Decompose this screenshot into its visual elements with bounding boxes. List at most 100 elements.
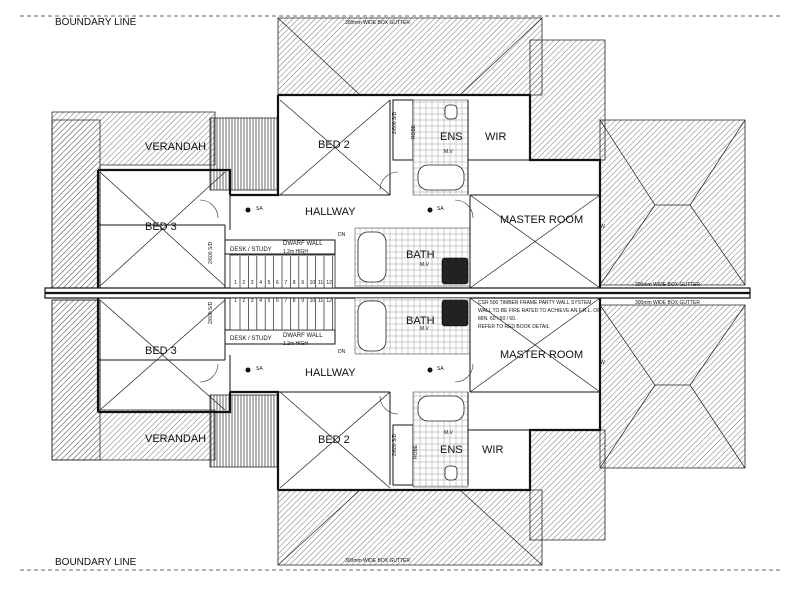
wir-label-upper: WIR — [485, 131, 506, 143]
party-wall-note-line-1: CSR 500 TIMBER FRAME PARTY WALL SYSTEM — [478, 300, 591, 306]
mech-vent-2-lower: M.V — [420, 326, 430, 332]
mech-vent-1-upper: M.V — [444, 149, 454, 155]
stair-number: 5 — [268, 298, 271, 304]
gutter-label-mid-lower: 300mm WIDE BOX GUTTER — [635, 300, 700, 306]
stair-number: 9 — [301, 280, 304, 286]
ensuite-label-upper: ENS — [440, 131, 463, 143]
stair-number: 4 — [259, 298, 262, 304]
verandah-label-lower: VERANDAH — [145, 433, 206, 445]
party-wall-note: CSR 500 TIMBER FRAME PARTY WALL SYSTEM W… — [478, 300, 600, 330]
smoke-alarm-2-lower: SA — [437, 366, 444, 372]
party-wall-gutter — [44, 287, 751, 299]
stair-number: 10 — [310, 280, 316, 286]
bath-label-upper: BATH — [406, 249, 435, 261]
mech-vent-1-lower: M.V — [444, 430, 454, 436]
desk-study-label-lower: DESK / STUDY — [230, 336, 272, 342]
upper-unit: VERANDAH BED 2 ROBE ENS WIR BED 3 HALLWA… — [96, 93, 605, 289]
toilet-lower — [444, 465, 458, 481]
stair-number: 2 — [242, 298, 245, 304]
verandah-deck-upper — [209, 117, 279, 191]
bed2-label-upper: BED 2 — [318, 139, 350, 151]
bathtub-upper — [357, 231, 387, 283]
roof-top-right — [529, 39, 606, 161]
stair-number: 7 — [284, 298, 287, 304]
gutter-label-top: 300mm WIDE BOX GUTTER — [345, 20, 410, 26]
roof-bottom-right — [529, 429, 606, 541]
verandah-label-upper: VERANDAH — [145, 141, 206, 153]
dwarf-wall-height-lower: 1.2m HIGH — [283, 341, 308, 347]
stair-number: 8 — [293, 298, 296, 304]
bed3-dim-lower: 2/600 S/D — [208, 301, 214, 324]
master-room-label-upper: MASTER ROOM — [500, 214, 583, 226]
boundary-line-bottom-label: BOUNDARY LINE — [55, 557, 137, 568]
party-wall-note-line-2: WALL TO BE FIRE RATED TO ACHIEVE AN F.R.… — [478, 308, 600, 314]
hallway-label-upper: HALLWAY — [305, 206, 356, 218]
stair-number: 11 — [318, 298, 323, 304]
mech-vent-2-upper: M.V — [420, 262, 430, 268]
stair-number: 6 — [276, 298, 279, 304]
stair-number: 12 — [326, 280, 332, 286]
stair-number: 1 — [234, 280, 237, 286]
stair-number: 3 — [251, 298, 254, 304]
party-wall-note-line-3: MIN. 60 / 60 / 60. — [478, 316, 516, 322]
boundary-line-top-label: BOUNDARY LINE — [55, 17, 137, 28]
bed2-label-lower: BED 2 — [318, 434, 350, 446]
verandah-decks — [209, 117, 279, 468]
shower-base-upper — [441, 257, 469, 285]
stair-number: 1 — [234, 298, 237, 304]
stairs-lower — [229, 297, 336, 331]
robe-dim-lower: 2/600 S/D — [392, 433, 398, 456]
stair-number: 2 — [242, 280, 245, 286]
gutter-label-mid-upper: 300mm WIDE BOX GUTTER — [635, 282, 700, 288]
stairs-upper — [229, 254, 336, 289]
shower-base-lower — [441, 299, 469, 327]
robe-label-lower: ROBE — [413, 444, 419, 459]
boundary-lines: BOUNDARY LINE BOUNDARY LINE — [20, 15, 780, 571]
stair-down-upper: DN — [338, 232, 346, 238]
smoke-alarm-2-upper: SA — [437, 206, 444, 212]
roof-top — [277, 17, 543, 96]
ensuite-label-lower: ENS — [440, 444, 463, 456]
roof-bottom — [277, 489, 543, 566]
smoke-alarm-1-lower: SA — [256, 366, 263, 372]
window-label-upper: W — [600, 224, 605, 230]
party-wall-note-line-4: REFER TO RED BOOK DETAIL — [478, 324, 550, 330]
stair-number: 6 — [276, 280, 279, 286]
dwarf-wall-height-upper: 1.2m HIGH — [283, 249, 308, 255]
toilet-upper — [444, 104, 458, 120]
roof-right-upper — [599, 119, 746, 286]
stair-down-lower: DN — [338, 349, 346, 355]
wir-label-lower: WIR — [482, 444, 503, 456]
robe-dim-upper: 2/600 S/D — [392, 111, 398, 134]
stair-number: 5 — [268, 280, 271, 286]
roof-areas — [51, 17, 746, 566]
stair-number: 3 — [251, 280, 254, 286]
hallway-label-lower: HALLWAY — [305, 367, 356, 379]
gutter-label-bottom: 300mm WIDE BOX GUTTER — [345, 558, 410, 564]
desk-study-label-upper: DESK / STUDY — [230, 247, 272, 253]
shower-upper — [417, 164, 465, 191]
dwarf-wall-label-lower: DWARF WALL — [283, 333, 323, 339]
bed3-label-lower: BED 3 — [145, 345, 177, 357]
robe-label-upper: ROBE — [411, 124, 417, 139]
bed3-dim-upper: 2/600 S/D — [208, 241, 214, 264]
bath-label-lower: BATH — [406, 315, 435, 327]
stair-number: 7 — [284, 280, 287, 286]
stair-number: 10 — [310, 298, 316, 304]
stair-number: 8 — [293, 280, 296, 286]
stair-number: 11 — [318, 280, 323, 286]
roof-left-upper-ell — [51, 111, 216, 291]
roof-right-lower — [599, 304, 746, 469]
stair-number: 4 — [259, 280, 262, 286]
dwarf-wall-label-upper: DWARF WALL — [283, 241, 323, 247]
bathtub-lower — [357, 300, 387, 352]
smoke-alarm-1-upper: SA — [256, 206, 263, 212]
shower-lower — [417, 395, 465, 422]
lower-unit: VERANDAH BED 2 ROBE ENS WIR BED 3 HALLWA… — [96, 297, 605, 492]
stair-number: 9 — [301, 298, 304, 304]
window-label-lower: W — [600, 360, 605, 366]
master-room-label-lower: MASTER ROOM — [500, 349, 583, 361]
stair-number: 12 — [326, 298, 332, 304]
